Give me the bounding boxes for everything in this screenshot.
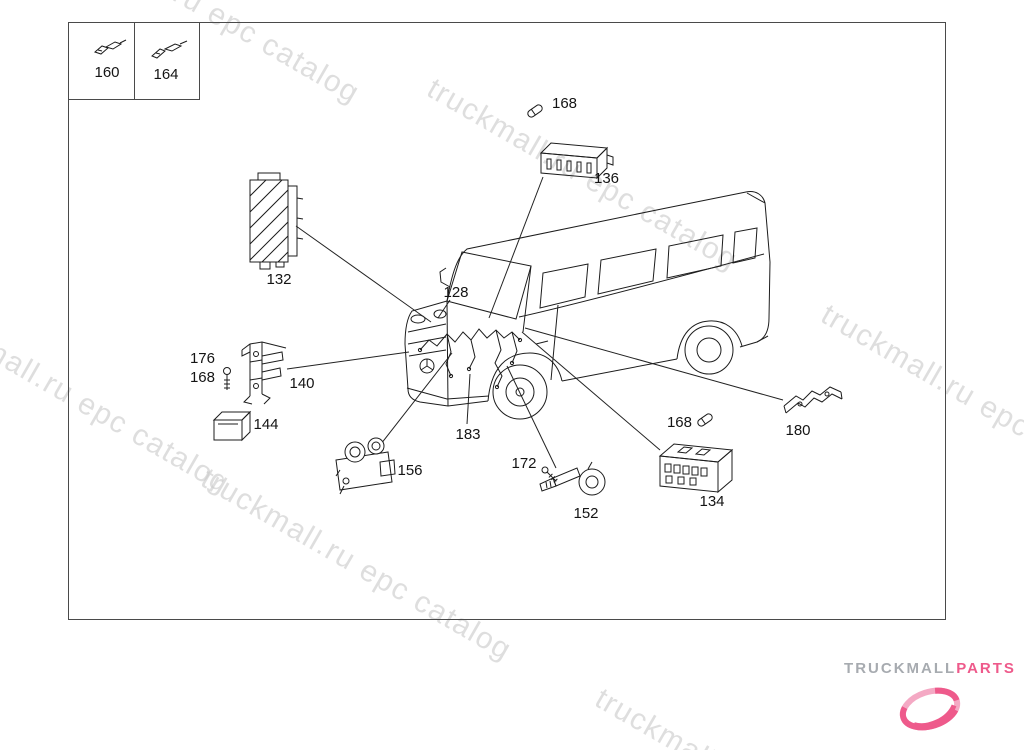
part-label-180: 180 <box>785 422 810 439</box>
part-label-140: 140 <box>289 375 314 392</box>
part-136-drawing <box>541 143 613 178</box>
part-156-drawing <box>336 438 395 494</box>
brand-wordmark: TRUCKMALLPARTS <box>842 660 1018 677</box>
part-label-136: 136 <box>594 170 619 187</box>
part-140-drawing <box>242 342 286 404</box>
part-180-drawing <box>784 387 842 413</box>
part-172-screw-icon <box>541 466 559 484</box>
frame-border <box>69 23 946 620</box>
terminal-164-icon <box>152 41 187 58</box>
part-label-132: 132 <box>266 271 291 288</box>
part-label-172: 172 <box>511 455 536 472</box>
brand-logo: TRUCKMALLPARTS <box>842 660 1018 744</box>
part-label-183: 183 <box>455 426 480 443</box>
brand-name-accent: PARTS <box>956 660 1016 677</box>
part-152-drawing <box>540 462 605 495</box>
legend-label-164: 164 <box>153 66 178 83</box>
part-label-128: 128 <box>443 284 468 301</box>
van-drawing <box>405 192 770 419</box>
part-label-144: 144 <box>253 416 278 433</box>
part-label-168-left: 168 <box>190 369 215 386</box>
part-168-right-icon <box>696 413 713 428</box>
part-132-drawing <box>250 173 303 269</box>
part-176-screw-icon <box>224 368 231 391</box>
part-label-168-right: 168 <box>667 414 692 431</box>
part-label-152: 152 <box>573 505 598 522</box>
callout-labels: 160 164 168 136 132 128 176 168 140 144 … <box>94 64 810 522</box>
brand-swirl-icon <box>899 687 961 731</box>
part-label-134: 134 <box>699 493 724 510</box>
part-label-176: 176 <box>190 350 215 367</box>
part-144-drawing <box>214 412 250 440</box>
part-134-drawing <box>660 444 732 492</box>
part-label-156: 156 <box>397 462 422 479</box>
legend-label-160: 160 <box>94 64 119 81</box>
part-label-168-top: 168 <box>552 95 577 112</box>
terminal-160-icon <box>95 40 126 54</box>
brand-name-primary: TRUCKMALL <box>844 660 957 677</box>
callout-lines <box>287 177 783 468</box>
part-168-top-icon <box>526 104 543 119</box>
